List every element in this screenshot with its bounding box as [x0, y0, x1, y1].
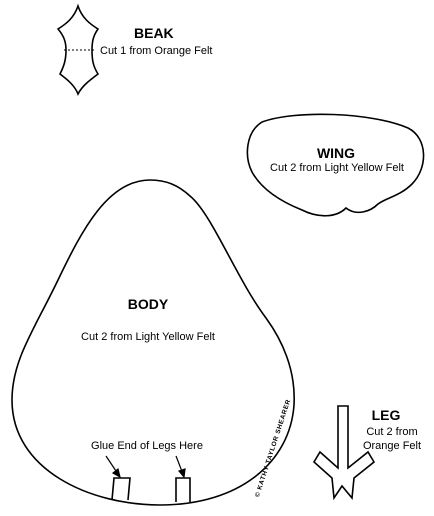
wing-title: WING: [316, 145, 356, 161]
body-instruction: Cut 2 from Light Yellow Felt: [81, 331, 215, 343]
leg-tab-right: [175, 477, 191, 502]
leg-shape: [312, 405, 376, 501]
leg-instruction-line2: Orange Felt: [362, 440, 422, 452]
leg-tab-left: [111, 477, 131, 501]
glue-note: Glue End of Legs Here: [91, 440, 203, 452]
beak-title: BEAK: [134, 25, 174, 41]
leg-instruction-line1: Cut 2 from: [366, 426, 418, 438]
body-title: BODY: [127, 296, 169, 312]
wing-instruction: Cut 2 from Light Yellow Felt: [270, 162, 404, 174]
wing-shape: [246, 113, 425, 217]
leg-title: LEG: [371, 407, 401, 423]
glue-arrow-left: [105, 455, 121, 479]
glue-arrow-right: [175, 455, 186, 479]
beak-shape: [56, 3, 100, 96]
body-shape: [11, 179, 295, 506]
beak-instruction: Cut 1 from Orange Felt: [100, 45, 213, 57]
